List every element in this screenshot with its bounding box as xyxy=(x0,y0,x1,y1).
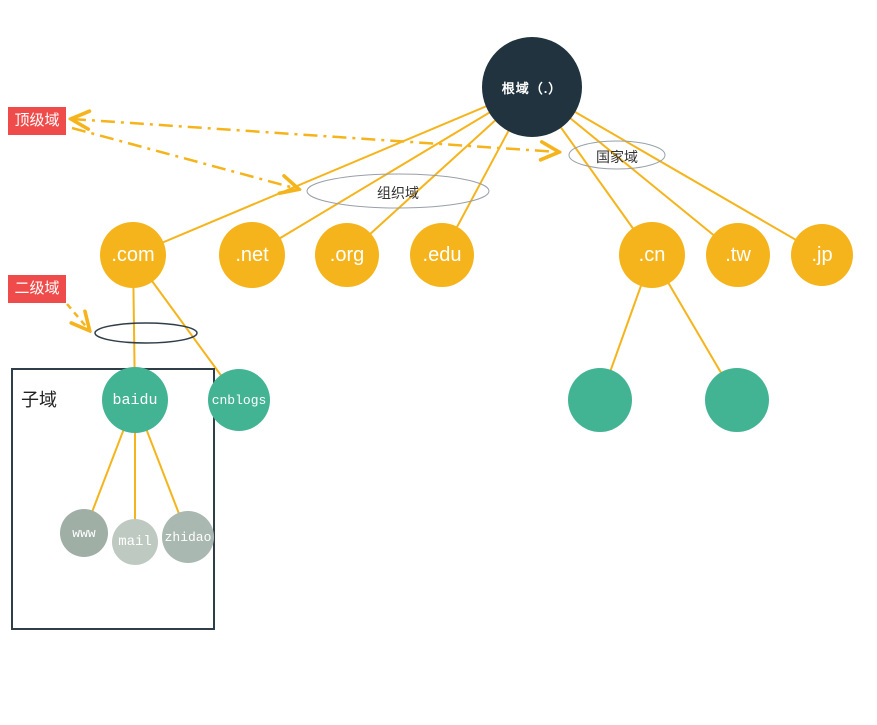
node-tw: .tw xyxy=(706,223,770,287)
node-label-cn: .cn xyxy=(638,243,666,266)
org-domain-label: 组织域 xyxy=(377,185,419,201)
node-cn: .cn xyxy=(619,222,685,288)
node-jp: .jp xyxy=(791,224,853,286)
node-label-org: .org xyxy=(329,243,365,266)
node-cn-child-1 xyxy=(568,368,632,432)
node-edu: .edu xyxy=(410,223,474,287)
subdomain-label: 子域 xyxy=(21,390,57,410)
node-label-jp: .jp xyxy=(811,243,833,266)
edge-root-jp xyxy=(531,86,823,256)
node-label-mail: mail xyxy=(118,534,152,550)
org-domain-ellipse xyxy=(306,173,490,209)
country-domain-ellipse xyxy=(568,140,666,170)
second-level-ellipse xyxy=(94,322,198,344)
node-label-com: .com xyxy=(111,243,155,266)
node-label-www: www xyxy=(72,525,96,541)
node-label-baidu: baidu xyxy=(112,391,158,409)
arrow-second-level-to-group xyxy=(66,303,89,330)
arrow-top-level-to-org xyxy=(71,126,298,189)
node-label-zhidao: zhidao xyxy=(164,529,212,545)
badge-top-level-domain: 顶级域 xyxy=(8,107,66,135)
node-label-root: 根域（.） xyxy=(501,80,563,96)
node-cnblogs: cnblogs xyxy=(208,369,270,431)
node-label-net: .net xyxy=(235,243,269,266)
arrow-top-level-to-country xyxy=(72,119,558,152)
node-zhidao: zhidao xyxy=(162,511,214,563)
arrows-group xyxy=(66,119,558,330)
node-mail: mail xyxy=(112,519,158,565)
node-root: 根域（.） xyxy=(482,37,582,137)
node-label-edu: .edu xyxy=(422,243,462,266)
country-domain-label: 国家域 xyxy=(596,149,638,165)
node-org: .org xyxy=(315,223,379,287)
node-baidu: baidu xyxy=(102,367,168,433)
subdomain-box: 子域 xyxy=(11,368,215,630)
node-label-cnblogs: cnblogs xyxy=(211,392,267,408)
node-net: .net xyxy=(219,222,285,288)
node-label-tw: .tw xyxy=(725,243,751,266)
node-cn-child-2 xyxy=(705,368,769,432)
node-com: .com xyxy=(100,222,166,288)
node-www: www xyxy=(60,509,108,557)
badge-second-level-domain: 二级域 xyxy=(8,275,66,303)
